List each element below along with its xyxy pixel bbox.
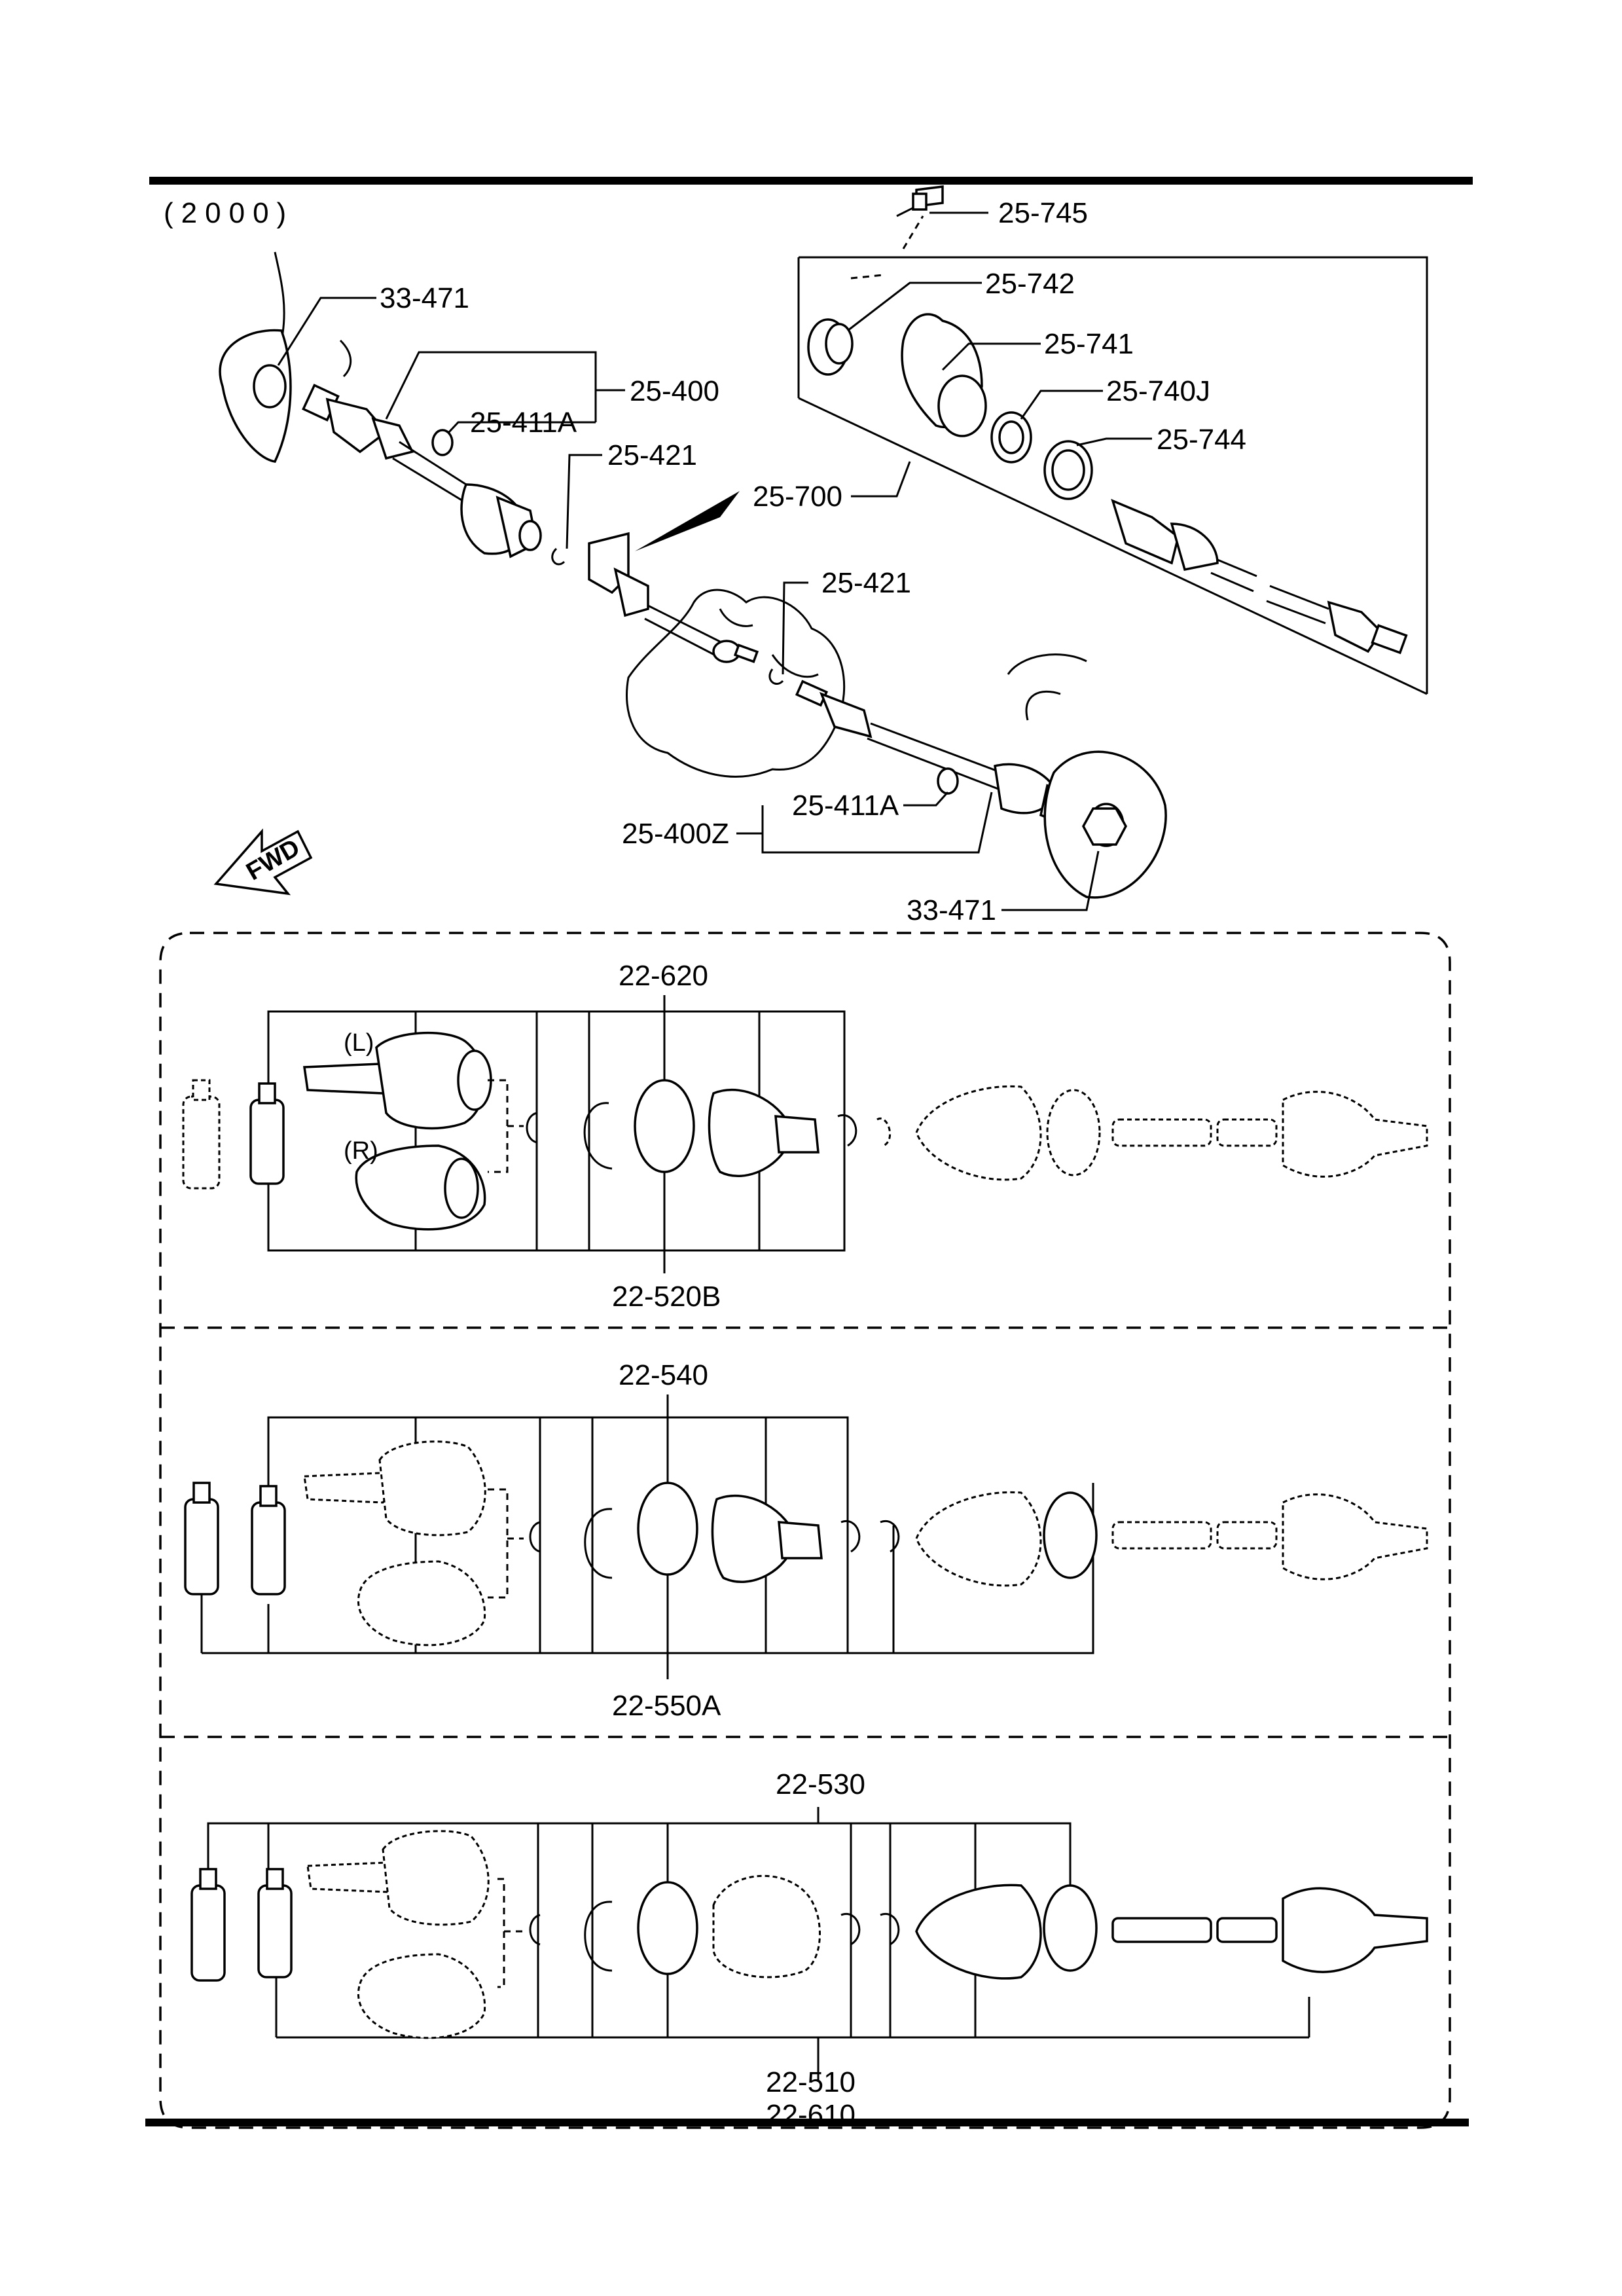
callout-33-471-right: 33-471 xyxy=(907,894,996,926)
callout-25-400: 25-400 xyxy=(630,375,719,407)
dust-seal-left xyxy=(431,429,454,456)
callout-25-741: 25-741 xyxy=(1044,328,1134,360)
side-label-l: (L) xyxy=(344,1029,374,1057)
clip-right xyxy=(768,668,784,685)
callout-25-411a-right: 25-411A xyxy=(792,790,899,822)
panel-2-bottom-label: 22-550A xyxy=(612,1690,721,1722)
right-wheel-hub xyxy=(1007,653,1167,899)
side-label-r: (R) xyxy=(344,1137,378,1165)
panel-3-bottom-label-1: 22-510 xyxy=(766,2066,856,2098)
joint-shaft-inset xyxy=(797,185,1428,695)
callout-25-411a-left: 25-411A xyxy=(470,407,577,439)
panel-1-top-label: 22-620 xyxy=(619,960,708,992)
panel-1-bottom-label: 22-520B xyxy=(612,1281,721,1313)
fwd-pointer-wedge xyxy=(635,491,740,551)
callout-33-471-left: 33-471 xyxy=(380,282,469,314)
callout-25-700: 25-700 xyxy=(753,481,842,513)
fwd-arrow: FWD xyxy=(213,828,313,896)
kit-panel-1: (L) (R) xyxy=(182,995,1428,1273)
callout-25-421-right: 25-421 xyxy=(821,567,911,599)
clip-left xyxy=(551,547,566,566)
kit-panels-frame xyxy=(159,932,1451,2129)
intermediate-bracket-shaft xyxy=(588,532,759,663)
callout-25-400z: 25-400Z xyxy=(622,818,729,850)
callout-25-744: 25-744 xyxy=(1157,424,1246,456)
transmission-housing xyxy=(626,589,846,778)
left-drive-shaft xyxy=(302,384,542,558)
panel-2-top-label: 22-540 xyxy=(619,1359,708,1391)
year-code-label: (2000) xyxy=(164,197,294,229)
kit-panel-3 xyxy=(190,1807,1428,2082)
panel-3-bottom-label-2: 22-610 xyxy=(766,2099,856,2131)
callout-25-421-left: 25-421 xyxy=(607,439,697,471)
kit-panel-2 xyxy=(184,1394,1428,1679)
callout-25-740j: 25-740J xyxy=(1106,375,1210,407)
callout-25-745: 25-745 xyxy=(998,197,1088,229)
left-wheel-hub xyxy=(219,251,352,463)
upper-leader-lines xyxy=(277,211,1152,911)
callout-25-742: 25-742 xyxy=(985,268,1075,300)
panel-3-top-label: 22-530 xyxy=(776,1768,865,1800)
